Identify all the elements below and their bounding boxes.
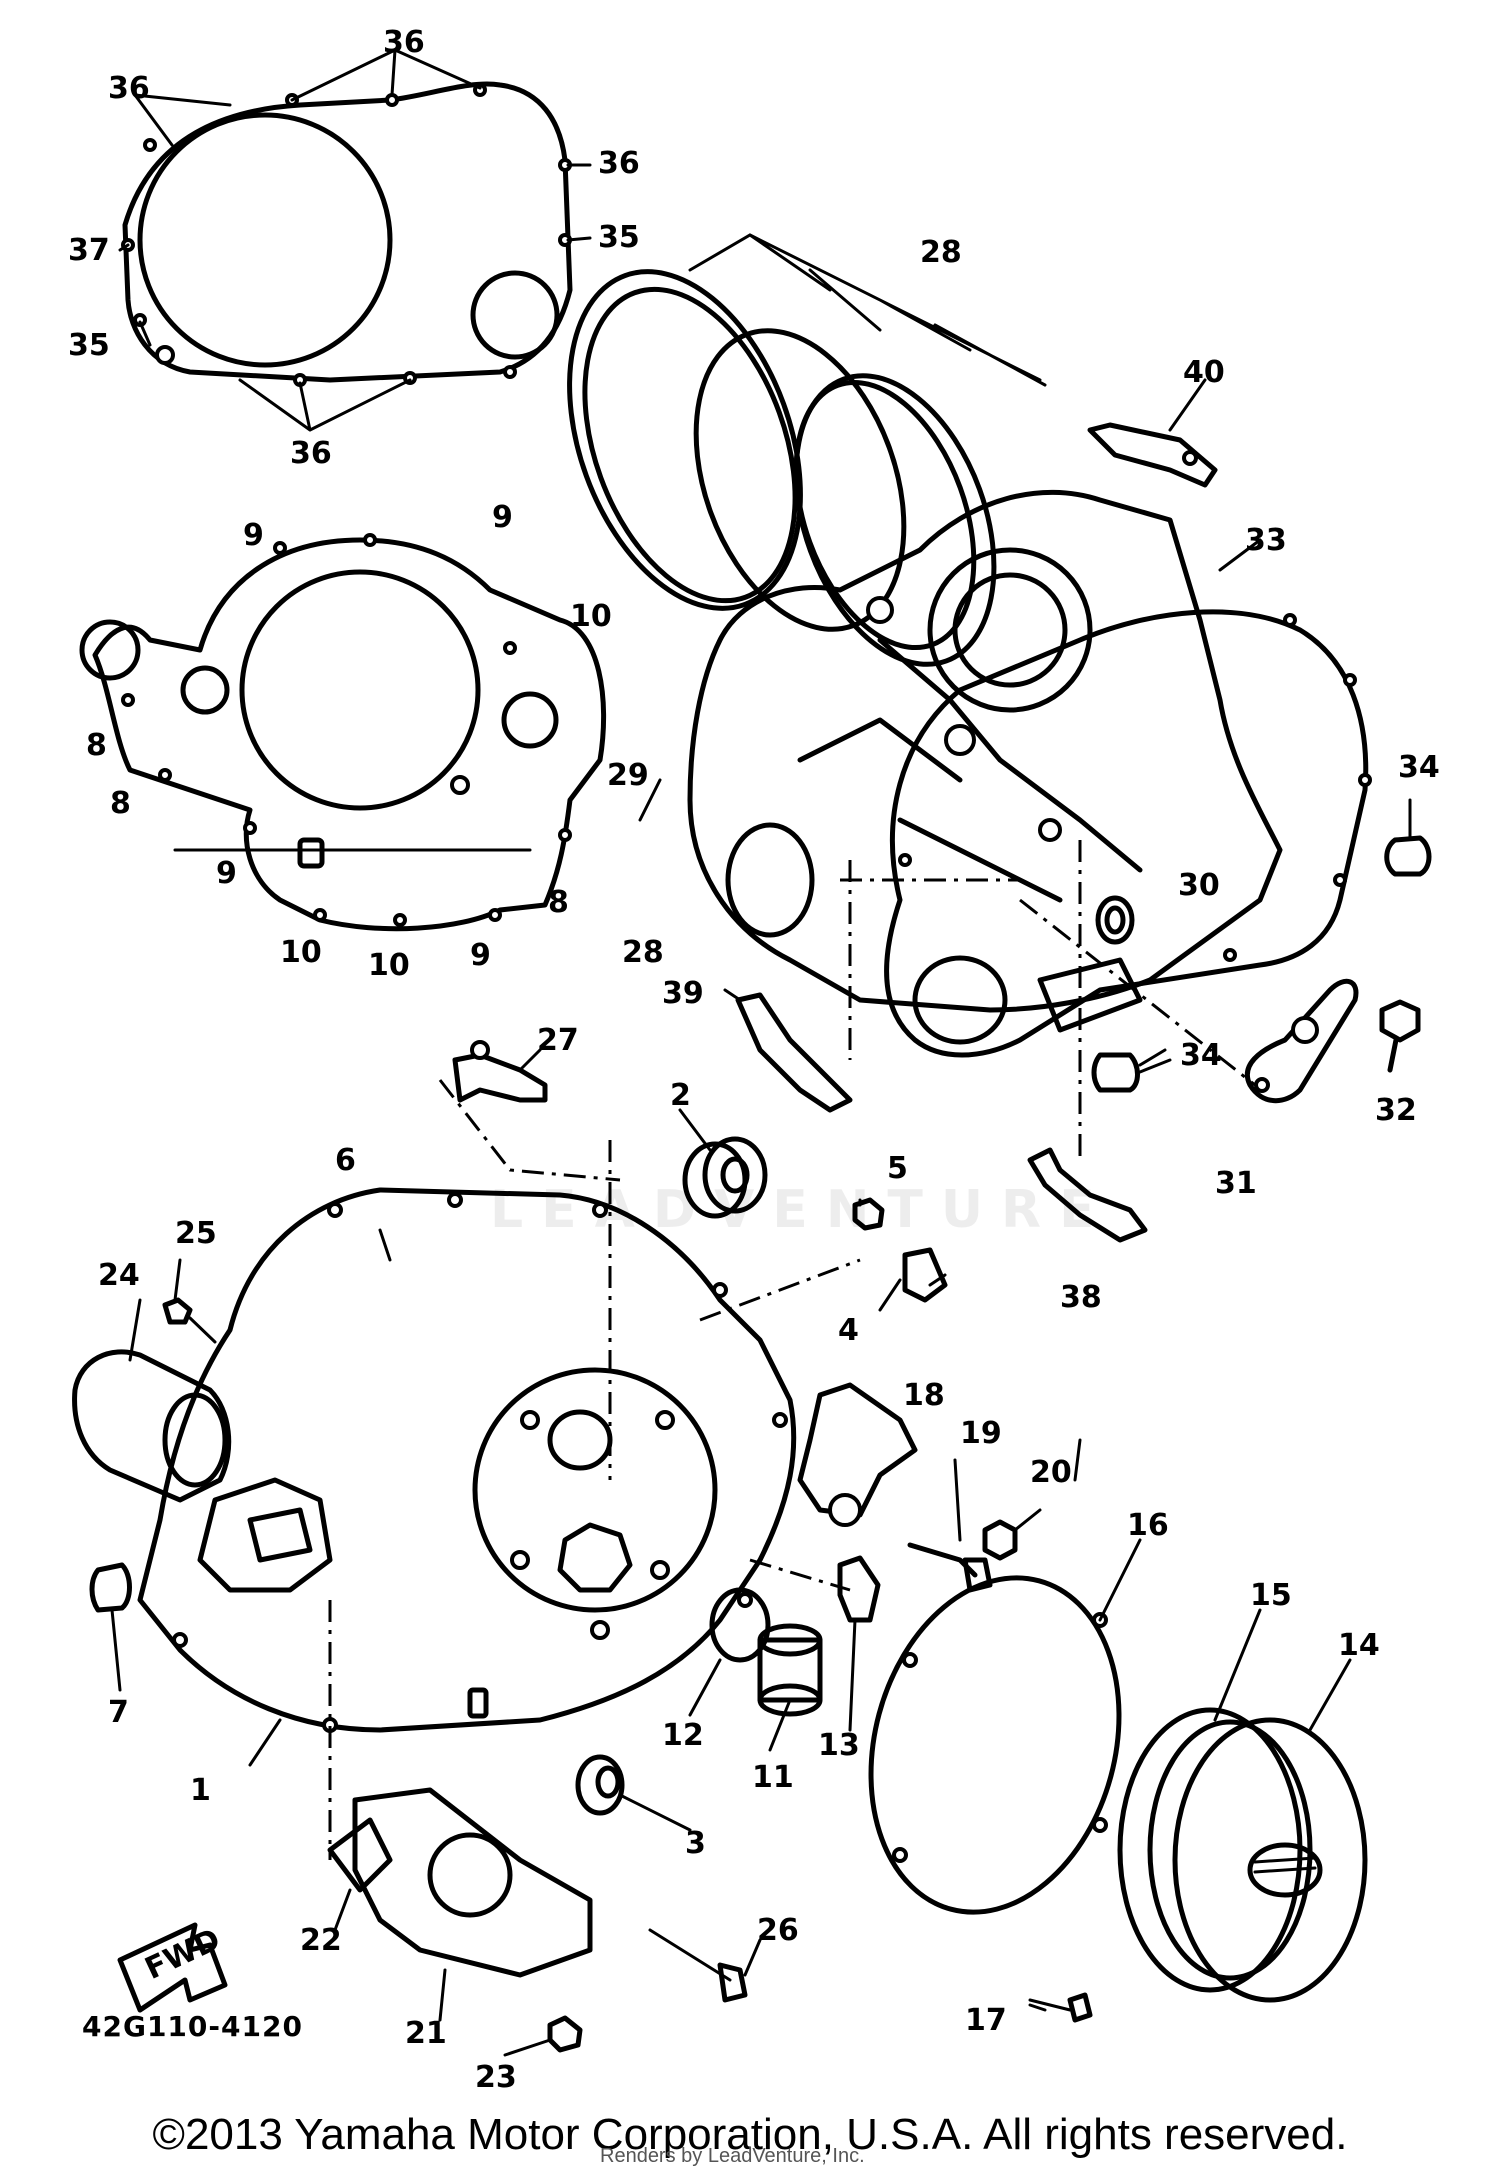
- bolt-23: [547, 2015, 583, 2053]
- callout-40: 40: [1183, 355, 1225, 390]
- callout-26: 26: [757, 1913, 799, 1948]
- callout-34-lower: 34: [1180, 1038, 1222, 1073]
- callout-5: 5: [887, 1151, 908, 1186]
- callout-17: 17: [965, 2003, 1007, 2038]
- callout-28-bottom: 28: [622, 935, 664, 970]
- callout-9-d: 9: [470, 938, 491, 973]
- callout-39: 39: [662, 976, 704, 1011]
- callout-32: 32: [1375, 1093, 1417, 1128]
- callout-28-top: 28: [920, 235, 962, 270]
- bracket-4: [902, 1247, 948, 1303]
- o-ring-12: [709, 1587, 771, 1663]
- callout-29: 29: [607, 758, 649, 793]
- callout-37: 37: [68, 233, 110, 268]
- callout-30: 30: [1178, 868, 1220, 903]
- callout-10-c: 10: [368, 948, 410, 983]
- copyright-notice: ©2013 Yamaha Motor Corporation, U.S.A. A…: [152, 2110, 1348, 2159]
- callout-25: 25: [175, 1216, 217, 1251]
- callout-20: 20: [1030, 1455, 1072, 1490]
- callout-36-right: 36: [598, 146, 640, 181]
- callout-27: 27: [537, 1023, 579, 1058]
- bearing-2: [682, 1136, 768, 1219]
- callout-9-c: 9: [216, 856, 237, 891]
- callout-34-upper: 34: [1398, 750, 1440, 785]
- callout-24: 24: [98, 1258, 140, 1293]
- oil-pump-housing-21: [352, 1787, 593, 1978]
- bolt-19: [907, 1542, 993, 1593]
- clamp-27: [452, 1040, 548, 1103]
- callout-14: 14: [1338, 1628, 1380, 1663]
- callout-8-b: 8: [110, 786, 131, 821]
- bracket-38: [1027, 1147, 1148, 1243]
- starter-motor-24: [72, 1349, 232, 1503]
- callout-4: 4: [838, 1313, 859, 1348]
- cover-14: [1172, 1717, 1368, 2003]
- bolt-20: [982, 1519, 1018, 1561]
- callout-9-b: 9: [492, 500, 513, 535]
- callout-8-a: 8: [86, 728, 107, 763]
- callout-10-b: 10: [280, 935, 322, 970]
- bearing-3: [575, 1754, 625, 1816]
- dowel-7: [89, 1562, 132, 1613]
- bolt-25: [162, 1297, 217, 1344]
- bracket-40: [1087, 422, 1218, 488]
- switch-13: [837, 1555, 881, 1623]
- gasket-22: [327, 1817, 393, 1893]
- callout-35-right: 35: [598, 220, 640, 255]
- clutch-cover-gasket: [118, 48, 592, 432]
- callout-36-left: 36: [108, 71, 150, 106]
- callout-23: 23: [475, 2060, 517, 2095]
- bolt-17: [1028, 1992, 1093, 2023]
- cover-15: [1117, 1707, 1313, 1993]
- callout-38: 38: [1060, 1280, 1102, 1315]
- bolt-5: [852, 1197, 885, 1231]
- callout-36-top: 36: [383, 25, 425, 60]
- callout-7: 7: [108, 1695, 129, 1730]
- dowel-34-lower: [1091, 1052, 1172, 1093]
- leader-lines: [110, 378, 1352, 2057]
- assembly-lines: [328, 840, 1256, 1860]
- crankcase-cover-6: [137, 1187, 797, 1733]
- plate-18: [797, 1382, 918, 1527]
- plug-11: [757, 1623, 823, 1717]
- callout-6: 6: [335, 1143, 356, 1178]
- bolt-26: [648, 1928, 748, 2003]
- gasket-16: [868, 1575, 1122, 1915]
- callout-12: 12: [662, 1718, 704, 1753]
- callout-35-left: 35: [68, 328, 110, 363]
- callout-labels: 36 36 36 35 37 35 36 28 40 33 9 9 10 8 8…: [68, 25, 1440, 2095]
- callout-18: 18: [903, 1378, 945, 1413]
- bracket-39: [735, 992, 853, 1113]
- callout-22: 22: [300, 1923, 342, 1958]
- dowel-34-upper: [1384, 798, 1432, 877]
- watermark: LEADVENTURE: [490, 1180, 1113, 1240]
- crankcase-cover-body: [687, 489, 1283, 1013]
- fwd-arrow-icon: FWD: [117, 1922, 228, 2013]
- crankcase-cover-gasket: [79, 533, 607, 932]
- callout-13: 13: [818, 1728, 860, 1763]
- callout-21: 21: [405, 2016, 447, 2051]
- callout-9-a: 9: [243, 518, 264, 553]
- callout-1: 1: [190, 1773, 211, 1808]
- crankcase-gasket-33: [884, 609, 1372, 1058]
- callout-15: 15: [1250, 1578, 1292, 1613]
- callout-3: 3: [685, 1826, 706, 1861]
- render-credit: Renders by LeadVenture, Inc.: [600, 2145, 865, 2167]
- callout-16: 16: [1127, 1508, 1169, 1543]
- plate-31: [1245, 978, 1359, 1104]
- callout-36-bottom: 36: [290, 436, 332, 471]
- callout-2: 2: [670, 1078, 691, 1113]
- callout-19: 19: [960, 1416, 1002, 1451]
- bolt-32: [1379, 999, 1421, 1073]
- diagram-part-code: 42G110-4120: [82, 2010, 303, 2043]
- callout-11: 11: [752, 1760, 794, 1795]
- oil-seal-30: [1095, 895, 1135, 945]
- callout-31: 31: [1215, 1166, 1257, 1201]
- callout-8-c: 8: [548, 885, 569, 920]
- callout-33: 33: [1245, 523, 1287, 558]
- callout-10-a: 10: [570, 599, 612, 634]
